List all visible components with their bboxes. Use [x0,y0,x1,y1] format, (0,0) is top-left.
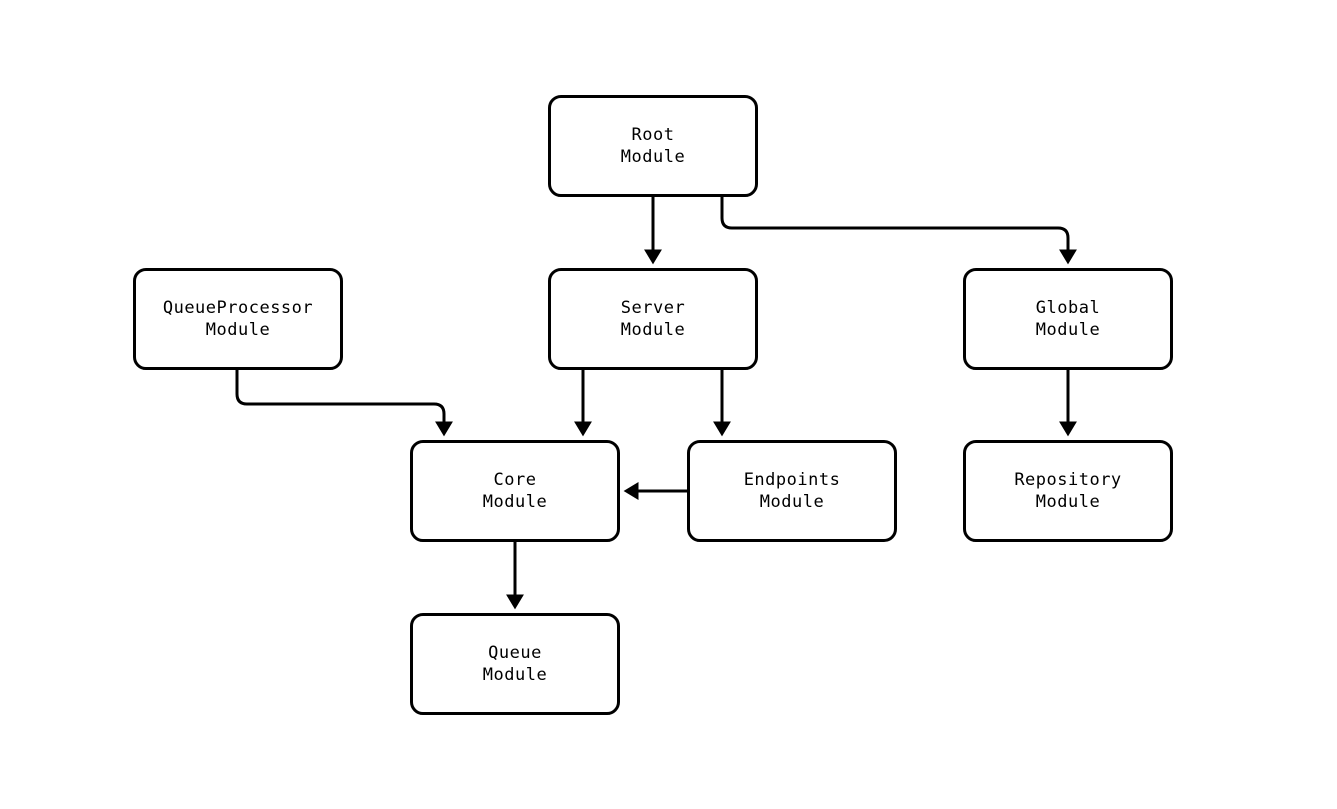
node-server-line2: Module [620,320,686,340]
node-queue[interactable]: Queue Module [410,613,620,715]
node-global[interactable]: Global Module [963,268,1173,370]
node-endpoints-line2: Module [759,492,825,512]
node-repository-line2: Module [1035,492,1101,512]
node-global-line2: Module [1035,320,1101,340]
node-core-line1: Core [493,470,537,490]
node-root-line2: Module [620,147,686,167]
edge-root-to-global [720,197,1077,265]
node-repository[interactable]: Repository Module [963,440,1173,542]
node-root[interactable]: Root Module [548,95,758,197]
node-queueprocessor[interactable]: QueueProcessor Module [133,268,343,370]
node-queue-line1: Queue [488,643,542,663]
node-global-line1: Global [1035,298,1101,318]
node-endpoints-line1: Endpoints [743,470,841,490]
node-server-line1: Server [620,298,686,318]
node-queueprocessor-line1: QueueProcessor [162,298,314,318]
node-core-line2: Module [482,492,548,512]
node-endpoints[interactable]: Endpoints Module [687,440,897,542]
node-server[interactable]: Server Module [548,268,758,370]
node-repository-line1: Repository [1014,470,1122,490]
edge-queueprocessor-to-core [235,370,453,437]
node-root-line1: Root [631,125,675,145]
node-queueprocessor-line2: Module [205,320,271,340]
node-queue-line2: Module [482,665,548,685]
node-core[interactable]: Core Module [410,440,620,542]
